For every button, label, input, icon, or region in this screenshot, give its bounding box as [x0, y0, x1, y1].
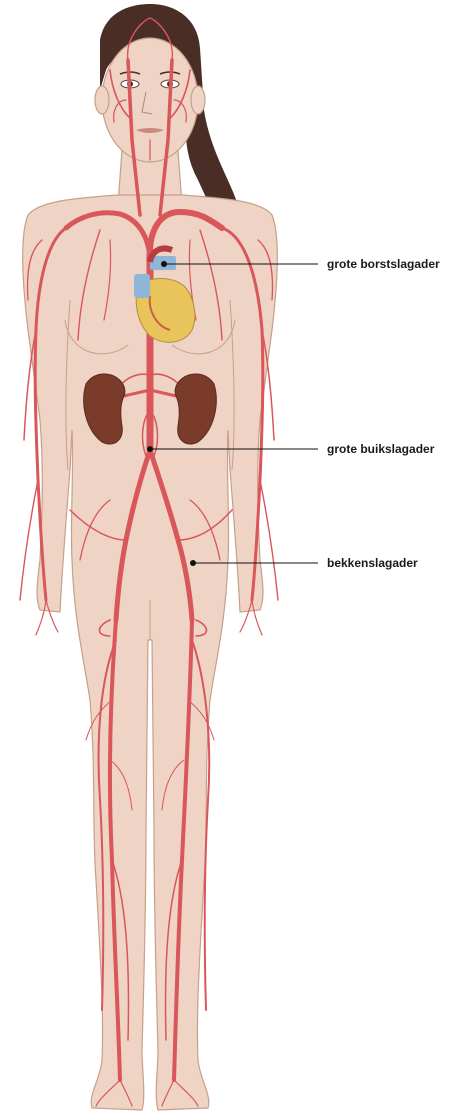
thoracic-aorta-label: grote borstslagader: [327, 257, 440, 271]
body-silhouette: [23, 38, 278, 1110]
abdominal-aorta-label: grote buikslagader: [327, 442, 435, 456]
iliac-artery-label: bekkenslagader: [327, 556, 418, 570]
